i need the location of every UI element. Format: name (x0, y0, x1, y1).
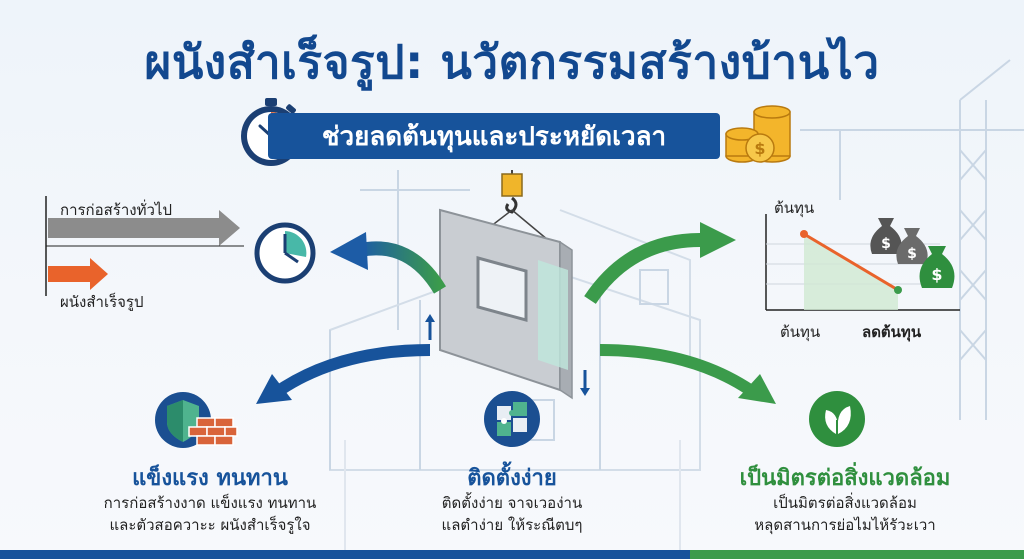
coins-icon: $ (725, 105, 791, 163)
feature-eco-title: เป็นมิตรต่อสิ่งแวดล้อม (739, 466, 951, 491)
cost-xlabel-start: ต้นทุน (780, 323, 821, 341)
bottom-bar-blue (0, 550, 690, 559)
feature-strength-title: แข็งแรง ทนทาน (132, 466, 288, 491)
feature-strength-desc-2: และตัวสอควาะะ ผนังสำเร็จรูใจ (109, 516, 311, 534)
crane-hook-icon (501, 173, 523, 197)
svg-text:$: $ (754, 139, 765, 158)
svg-text:$: $ (881, 236, 891, 252)
time-compare-bars (45, 196, 244, 296)
cost-xlabel-end: ลดต้นทุน (862, 323, 922, 341)
clock-icon (254, 222, 316, 284)
feature-strength-desc-1: การก่อสร้างงาด แข็งแรง ทนทาน (103, 494, 317, 512)
bottom-bar-green (690, 550, 1024, 559)
feature-eco-desc-2: หลุดสานการย่อไมไห้รัวะเวา (754, 516, 936, 534)
conventional-arrow (48, 210, 240, 246)
feature-install-title: ติดตั้งง่าย (467, 466, 557, 491)
puzzle-icon (484, 391, 540, 447)
cost-ylabel: ต้นทุน (774, 199, 815, 217)
prefab-wall-panel (425, 170, 590, 400)
feature-install-desc-2: แลตำง่าย ให้ระณีตบๆ (441, 516, 583, 534)
page-title: ผนังสำเร็จรูป: นวัตกรรมสร้างบ้านไว (144, 35, 880, 89)
feature-install-desc-1: ติดตั้งง่าย จาจเวอง่าน (441, 494, 583, 512)
shield-brick-icon (155, 392, 238, 448)
conventional-label: การก่อสร้างทั่วไป (60, 201, 172, 219)
money-bags-icon: $ $ $ (870, 218, 955, 288)
cost-trend-line (803, 232, 899, 292)
feature-eco-desc-1: เป็นมิตรต่อสิ่งแวดล้อม (773, 494, 917, 512)
leaf-icon (809, 391, 865, 447)
subtitle-banner: ช่วยลดต้นทุนและประหยัดเวลา (268, 113, 720, 159)
prefab-label: ผนังสำเร็จรูป (60, 293, 144, 311)
svg-text:$: $ (931, 265, 942, 284)
svg-text:$: $ (907, 246, 917, 262)
prefab-arrow (48, 258, 108, 290)
